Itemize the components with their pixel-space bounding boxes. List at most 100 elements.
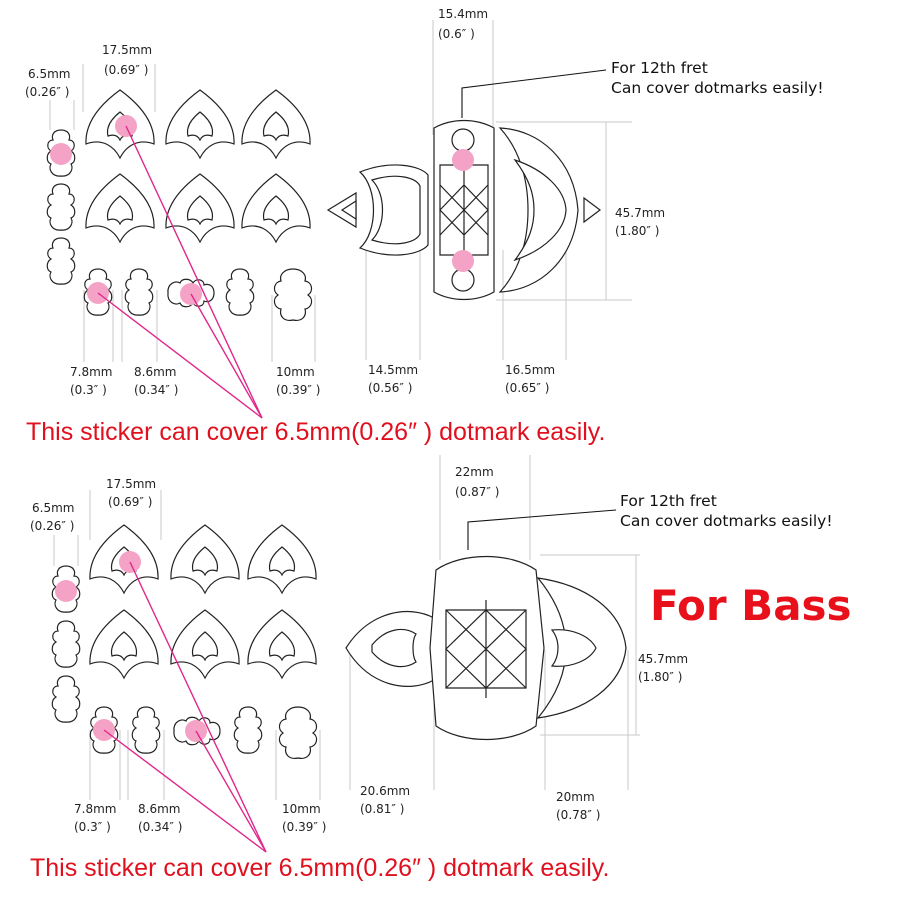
svg-text:(0.56″ ): (0.56″ ): [368, 381, 412, 395]
svg-text:8.6mm: 8.6mm: [134, 365, 176, 379]
svg-text:45.7mm: 45.7mm: [638, 652, 688, 666]
trinity-sticker: [165, 173, 235, 243]
svg-text:16.5mm: 16.5mm: [505, 363, 555, 377]
caption-guitar: This sticker can cover 6.5mm(0.26″ ) dot…: [26, 418, 605, 446]
svg-text:7.8mm: 7.8mm: [74, 802, 116, 816]
celtic-inlay-guitar: [326, 119, 601, 301]
dim-right-piece: 20mm (0.78″ ): [556, 790, 600, 822]
caption-bass: This sticker can cover 6.5mm(0.26″ ) dot…: [30, 854, 609, 882]
cloud-sticker: [46, 183, 76, 231]
dim-right-piece: 16.5mm (0.65″ ): [505, 363, 555, 395]
svg-text:22mm: 22mm: [455, 465, 494, 479]
svg-text:(0.3″ ): (0.3″ ): [70, 383, 107, 397]
svg-text:(0.69″ ): (0.69″ ): [104, 63, 148, 77]
note-leader: [467, 509, 617, 550]
fret-note: For 12th fret Can cover dotmarks easily!: [611, 59, 824, 97]
svg-text:For 12th fret: For 12th fret: [620, 492, 717, 510]
dim-inlay-height: 45.7mm (1.80″ ): [615, 206, 665, 238]
pointer-line: [97, 292, 263, 419]
trinity-sticker: [241, 173, 311, 243]
fret-note: For 12th fret Can cover dotmarks easily!: [620, 492, 833, 530]
cloud-sticker: [233, 706, 263, 754]
dotmark: [50, 143, 72, 165]
svg-text:(1.80″ ): (1.80″ ): [638, 670, 682, 684]
svg-text:8.6mm: 8.6mm: [138, 802, 180, 816]
trinity-sticker: [89, 609, 159, 679]
dotmark: [55, 580, 77, 602]
guitar-section: 6.5mm (0.26″ ) 17.5mm (0.69″ ) 7.8mm (0.…: [25, 7, 824, 446]
svg-text:17.5mm: 17.5mm: [106, 477, 156, 491]
dim-cloud-large: 10mm (0.39″ ): [276, 365, 320, 397]
pointer-line: [129, 561, 267, 853]
svg-text:(0.81″ ): (0.81″ ): [360, 802, 404, 816]
trinity-sticker: [85, 173, 155, 243]
trinity-sticker: [165, 89, 235, 159]
svg-text:(0.87″ ): (0.87″ ): [455, 485, 499, 499]
dim-cloud-large: 10mm (0.39″ ): [282, 802, 326, 834]
trinity-sticker: [170, 609, 240, 679]
cloud-sticker: [51, 620, 81, 668]
cloud-sticker: [51, 675, 81, 723]
svg-text:20.6mm: 20.6mm: [360, 784, 410, 798]
svg-text:(0.6″ ): (0.6″ ): [438, 27, 475, 41]
svg-text:(0.65″ ): (0.65″ ): [505, 381, 549, 395]
trinity-sticker: [247, 524, 317, 594]
svg-text:17.5mm: 17.5mm: [102, 43, 152, 57]
svg-text:(0.3″ ): (0.3″ ): [74, 820, 111, 834]
dim-left-piece: 14.5mm (0.56″ ): [368, 363, 418, 395]
svg-text:(0.78″ ): (0.78″ ): [556, 808, 600, 822]
cloud-sticker: [273, 268, 313, 321]
svg-text:6.5mm: 6.5mm: [28, 67, 70, 81]
cloud-sticker: [225, 268, 255, 316]
svg-text:10mm: 10mm: [282, 802, 321, 816]
dotmark: [452, 250, 474, 272]
svg-text:45.7mm: 45.7mm: [615, 206, 665, 220]
svg-text:(0.34″ ): (0.34″ ): [138, 820, 182, 834]
cloud-sticker: [124, 268, 154, 316]
svg-text:(0.69″ ): (0.69″ ): [108, 495, 152, 509]
dim-trinity-width: 17.5mm (0.69″ ): [102, 43, 152, 77]
bass-label: For Bass: [650, 581, 852, 630]
svg-text:(0.39″ ): (0.39″ ): [282, 820, 326, 834]
svg-text:(0.34″ ): (0.34″ ): [134, 383, 178, 397]
svg-text:6.5mm: 6.5mm: [32, 501, 74, 515]
dim-cloud-small: 7.8mm (0.3″ ): [70, 365, 112, 397]
svg-text:15.4mm: 15.4mm: [438, 7, 488, 21]
dim-inlay-width: 15.4mm (0.6″ ): [438, 7, 488, 41]
svg-text:(0.26″ ): (0.26″ ): [30, 519, 74, 533]
svg-text:14.5mm: 14.5mm: [368, 363, 418, 377]
dotmark: [452, 149, 474, 171]
svg-text:For 12th fret: For 12th fret: [611, 59, 708, 77]
svg-text:(1.80″ ): (1.80″ ): [615, 224, 659, 238]
celtic-inlay-bass: [345, 556, 627, 740]
trinity-sticker: [170, 524, 240, 594]
svg-text:Can cover dotmarks easily!: Can cover dotmarks easily!: [611, 79, 824, 97]
dim-cloud-small: 7.8mm (0.3″ ): [74, 802, 116, 834]
pointer-line: [125, 125, 263, 419]
dim-trinity-width: 17.5mm (0.69″ ): [106, 477, 156, 509]
svg-text:10mm: 10mm: [276, 365, 315, 379]
bass-section: 6.5mm (0.26″ ) 17.5mm (0.69″ ) 7.8mm (0.…: [30, 455, 852, 882]
note-leader: [461, 69, 607, 118]
svg-text:7.8mm: 7.8mm: [70, 365, 112, 379]
pointer-line: [195, 730, 267, 853]
cloud-sticker: [46, 237, 76, 285]
dim-dot-width: 6.5mm (0.26″ ): [25, 67, 70, 99]
dim-dot-width: 6.5mm (0.26″ ): [30, 501, 74, 533]
dim-cloud-medium: 8.6mm (0.34″ ): [138, 802, 182, 834]
trinity-sticker: [241, 89, 311, 159]
pointer-line: [190, 293, 263, 419]
dim-inlay-width: 22mm (0.87″ ): [455, 465, 499, 499]
cloud-sticker: [278, 706, 318, 759]
trinity-sticker: [247, 609, 317, 679]
svg-text:20mm: 20mm: [556, 790, 595, 804]
svg-text:(0.26″ ): (0.26″ ): [25, 85, 69, 99]
svg-text:(0.39″ ): (0.39″ ): [276, 383, 320, 397]
dim-cloud-medium: 8.6mm (0.34″ ): [134, 365, 178, 397]
cloud-sticker: [131, 706, 161, 754]
pointer-line: [103, 729, 267, 853]
dim-inlay-height: 45.7mm (1.80″ ): [638, 652, 688, 684]
dim-left-piece: 20.6mm (0.81″ ): [360, 784, 410, 816]
